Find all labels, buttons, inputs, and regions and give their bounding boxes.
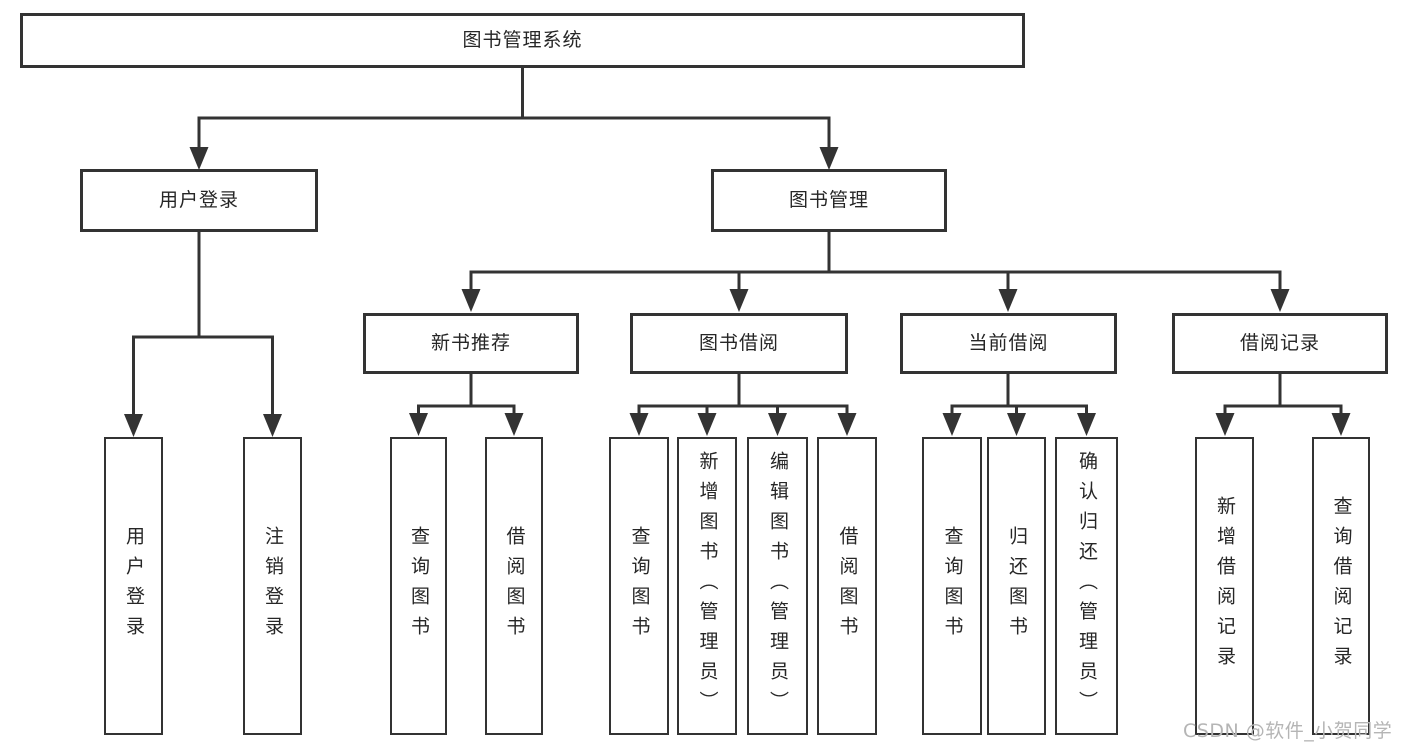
node-label: 用户登录 <box>123 526 145 646</box>
node-borrowing-records: 借阅记录 <box>1172 313 1388 374</box>
node-add-book-admin: 新增图书（管理员） <box>677 437 737 735</box>
node-label: 注销登录 <box>262 526 284 646</box>
node-label: 图书借阅 <box>698 332 779 354</box>
node-label: 图书管理系统 <box>462 29 583 51</box>
node-logout: 注销登录 <box>243 437 302 735</box>
node-label: 借阅记录 <box>1239 332 1320 354</box>
node-book-management: 图书管理 <box>711 169 947 232</box>
node-label: 新增图书（管理员） <box>696 451 719 721</box>
arrowheads <box>124 147 1351 437</box>
node-borrow-books-recommend: 借阅图书 <box>485 437 543 735</box>
node-label: 用户登录 <box>158 189 239 211</box>
node-label: 借阅图书 <box>836 526 859 646</box>
node-label: 查询图书 <box>628 526 651 646</box>
node-label: 新书推荐 <box>430 332 511 354</box>
node-book-borrowing: 图书借阅 <box>630 313 848 374</box>
csdn-watermark: CSDN @软件_小贺同学 <box>1183 720 1393 742</box>
node-label: 当前借阅 <box>968 332 1049 354</box>
node-add-borrow-record: 新增借阅记录 <box>1195 437 1254 735</box>
node-new-book-recommendation: 新书推荐 <box>363 313 579 374</box>
node-return-book: 归还图书 <box>987 437 1046 735</box>
node-label: 借阅图书 <box>503 526 526 646</box>
node-query-books-borrow: 查询图书 <box>609 437 669 735</box>
node-user-login: 用户登录 <box>80 169 318 232</box>
node-query-books-current: 查询图书 <box>922 437 982 735</box>
node-query-books-recommend: 查询图书 <box>390 437 447 735</box>
node-label: 编辑图书（管理员） <box>767 451 789 721</box>
node-label: 查询借阅记录 <box>1330 496 1353 676</box>
node-current-borrowing: 当前借阅 <box>900 313 1117 374</box>
node-label: 确认归还（管理员） <box>1076 451 1098 721</box>
node-label: 图书管理 <box>788 189 869 211</box>
node-label: 归还图书 <box>1006 526 1028 646</box>
node-query-borrow-record: 查询借阅记录 <box>1312 437 1370 735</box>
node-borrow-books-leaf: 借阅图书 <box>817 437 877 735</box>
node-label: 查询图书 <box>408 526 430 646</box>
node-library-management-system: 图书管理系统 <box>20 13 1025 68</box>
node-edit-book-admin: 编辑图书（管理员） <box>747 437 808 735</box>
node-label: 查询图书 <box>941 526 964 646</box>
node-confirm-return-admin: 确认归还（管理员） <box>1055 437 1118 735</box>
node-user-login-leaf: 用户登录 <box>104 437 163 735</box>
node-label: 新增借阅记录 <box>1214 496 1236 676</box>
